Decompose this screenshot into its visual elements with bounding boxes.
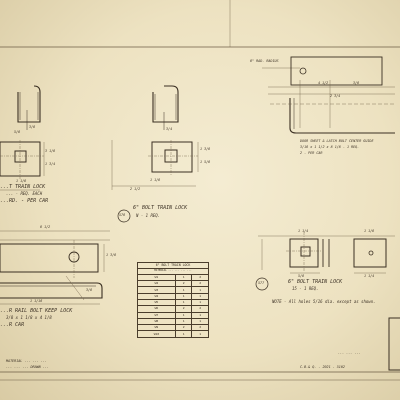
top-center-dim-0: 1 3/8 bbox=[200, 147, 211, 151]
bubble-577-label: 577 bbox=[258, 281, 265, 285]
bottom-right-sub: 15 - 1 REQ. bbox=[292, 286, 319, 291]
schedule-cell: W6 bbox=[137, 305, 176, 313]
top-center-title: 6" BOLT TRAIN LOCK bbox=[133, 205, 188, 211]
top-right-caption3: 2 - PER CAR bbox=[300, 151, 323, 155]
bottom-right-dim-0: 1 1/4 bbox=[298, 229, 309, 233]
schedule-cell: W5 bbox=[137, 298, 176, 307]
top-left-dim-1: 1 3/4 bbox=[45, 162, 56, 166]
schedule-cell: 1 bbox=[191, 298, 209, 307]
top-center-dim-3: 3/4 bbox=[166, 127, 173, 131]
bottom-left-title: ...R RAIL BOLT KEEP LOCK bbox=[0, 308, 73, 314]
bubble-576-label: 576 bbox=[119, 213, 126, 217]
top-right-caption1: DOOR SHEET & LATCH BOLT CENTER GUIDE bbox=[300, 139, 374, 143]
top-right-dim-2: 2 3/4 bbox=[330, 94, 341, 98]
top-left-title: ...T TRAIN LOCK bbox=[0, 184, 46, 190]
bottom-left-dim-1: 1 3/8 bbox=[106, 253, 117, 257]
view-top-left bbox=[0, 85, 45, 191]
schedule-cell: W1 bbox=[137, 273, 176, 282]
bottom-right-dim-1: 1 1/8 bbox=[364, 229, 375, 233]
schedule-cell: W8 bbox=[137, 317, 176, 326]
schedule-cell: 1 bbox=[191, 330, 209, 338]
top-right-dim-0: 4 1/2 bbox=[318, 81, 329, 85]
schedule-cell: 2 bbox=[191, 305, 209, 313]
schedule-cell: W10 bbox=[137, 330, 176, 338]
schedule-cell: W4 bbox=[137, 292, 176, 301]
top-left-sub1: ... - REQ. EACH bbox=[6, 191, 43, 196]
top-left-dim-0: 3 1/8 bbox=[45, 149, 56, 153]
schedule-cell: 1 bbox=[191, 311, 209, 319]
view-top-center bbox=[111, 85, 199, 223]
schedule-subheader: MATERIAL ... ... ... ... bbox=[137, 268, 209, 274]
schedule-cell: 1 bbox=[191, 317, 209, 326]
top-left-dim-4: 5/8 bbox=[14, 130, 21, 134]
bottom-right-title: 6" BOLT TRAIN LOCK bbox=[288, 279, 343, 285]
top-left-dim-2: 1 1/8 bbox=[16, 179, 27, 183]
schedule-cell: W7 bbox=[137, 311, 176, 319]
top-center-sub: N - 1 REQ. bbox=[136, 213, 161, 218]
bottom-left-dim-0: 6 1/2 bbox=[40, 225, 51, 229]
top-right-dim-1: 3/8 bbox=[353, 81, 360, 85]
top-left-sub2: ...RD. - PER CAR bbox=[0, 198, 49, 204]
bottom-left-sub1: 3/8 x 1 1/8 x 4 1/8 bbox=[6, 315, 52, 320]
stamp-left-line2: ... ... ... DRAWN ... bbox=[6, 365, 49, 369]
bubble-577 bbox=[255, 277, 269, 291]
view-bottom-left bbox=[0, 230, 110, 305]
schedule-cell: 2 bbox=[191, 273, 209, 282]
top-right-note: 6" RAD. RADIUS bbox=[250, 59, 279, 63]
schedule-cell: 1 bbox=[191, 286, 209, 294]
schedule-cell: 2 bbox=[191, 280, 209, 288]
bottom-right-dim-2: 5/8 bbox=[298, 274, 305, 278]
schedule-cell: W2 bbox=[137, 280, 176, 288]
title-block-box bbox=[388, 317, 400, 371]
top-right-caption2: 3/16 x 1 1/2 x 8 1/8 - 1 REQ. bbox=[300, 145, 360, 149]
schedule-cell: W9 bbox=[137, 324, 176, 332]
schedule-table-wrap: 6" BOLT TRAIN LOCK MATERIAL ... ... ... … bbox=[137, 262, 209, 338]
stamp-right-code: C.B.& Q. - 2021 - 5102 bbox=[300, 365, 345, 369]
bubble-576 bbox=[117, 209, 131, 223]
view-top-right bbox=[262, 56, 395, 134]
schedule-cell: 1 bbox=[174, 330, 193, 338]
top-center-dim-4: 2 1/2 bbox=[130, 187, 141, 191]
stamp-right-small: ... ... ... bbox=[338, 351, 361, 355]
top-left-dim-3: 3/8 bbox=[29, 125, 36, 129]
schedule-header: 6" BOLT TRAIN LOCK bbox=[137, 262, 209, 269]
schedule-cell: W3 bbox=[137, 286, 176, 294]
bottom-left-dim-3: 1 1/16 bbox=[30, 299, 43, 303]
bottom-left-sub2: ...R CAR bbox=[0, 322, 25, 328]
view-bottom-right bbox=[255, 232, 395, 291]
top-center-dim-1: 1 5/8 bbox=[200, 160, 211, 164]
bottom-right-note: NOTE - All holes 5/16 dia. except as sho… bbox=[272, 299, 376, 304]
schedule-cell: 1 bbox=[191, 292, 209, 301]
top-center-dim-2: 1 1/8 bbox=[150, 178, 161, 182]
bottom-right-dim-3: 1 1/4 bbox=[364, 274, 375, 278]
bottom-left-dim-2: 3/8 bbox=[86, 288, 93, 292]
stamp-left-line1: MATERIAL ... ... ... bbox=[6, 359, 47, 363]
schedule-cell: 2 bbox=[191, 324, 209, 332]
